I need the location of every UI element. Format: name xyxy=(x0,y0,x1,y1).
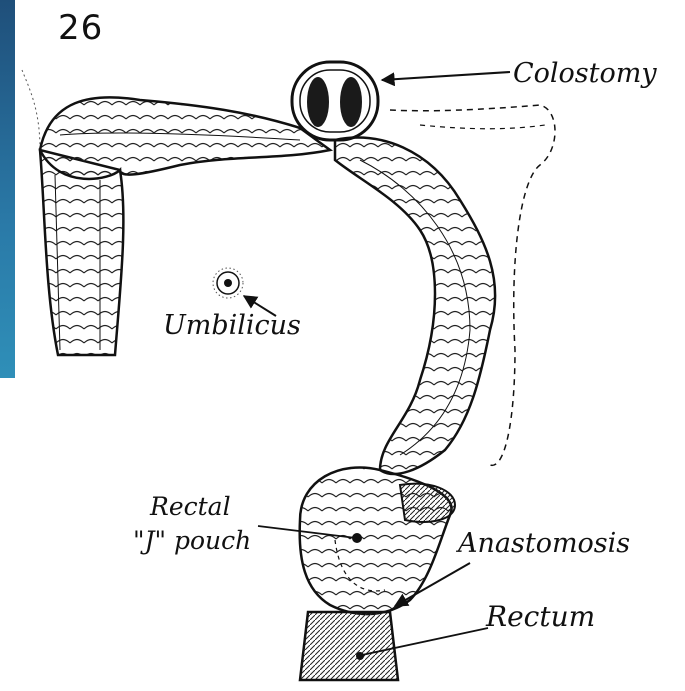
j-pouch xyxy=(300,467,455,614)
j-pouch-pointer-dot xyxy=(352,533,362,543)
umbilicus-label: Umbilicus xyxy=(163,310,301,341)
descending-colon xyxy=(335,138,495,474)
transverse-colon xyxy=(40,97,330,179)
colostomy-label: Colostomy xyxy=(513,58,657,89)
umbilicus-mark xyxy=(213,268,243,298)
colostomy-stoma xyxy=(292,62,378,140)
anastomosis-label: Anastomosis xyxy=(458,528,630,559)
j-pouch-label: "J" pouch xyxy=(133,526,251,555)
rectum xyxy=(300,612,398,680)
rectum-pointer-dot xyxy=(356,652,364,660)
colostomy-pointer xyxy=(382,72,510,80)
rectum-label: Rectum xyxy=(486,600,595,633)
rectal-label: Rectal xyxy=(150,492,231,521)
